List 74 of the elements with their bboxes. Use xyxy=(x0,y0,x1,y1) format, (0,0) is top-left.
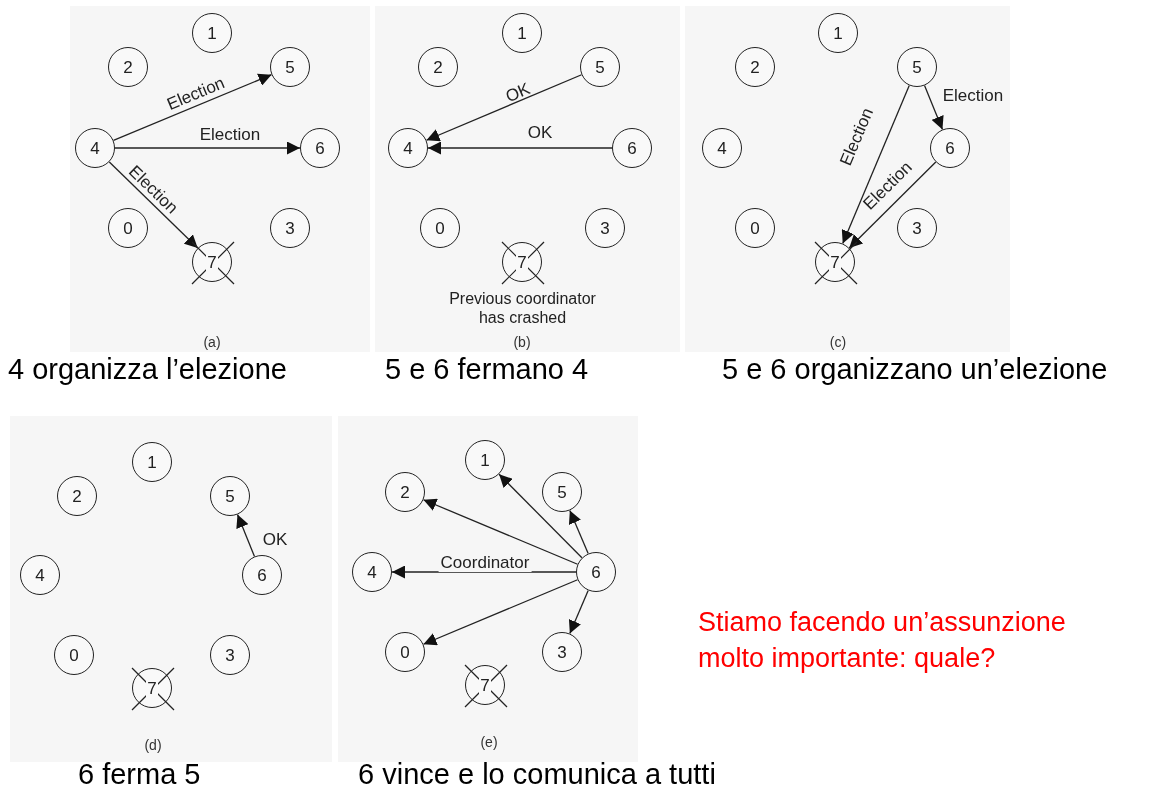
figure-panel xyxy=(685,6,1010,352)
arrow xyxy=(498,473,583,559)
arrow xyxy=(391,565,577,579)
figure-panel xyxy=(375,6,680,352)
crossed-out-node-circle: 7 xyxy=(815,242,855,282)
node-circle: 6 xyxy=(576,552,616,592)
node-circle: 4 xyxy=(702,128,742,168)
arrow xyxy=(422,579,579,646)
crossed-out-node-circle: 7 xyxy=(465,665,505,705)
edge-label: OK xyxy=(501,79,534,107)
node-circle: 3 xyxy=(897,208,937,248)
crossed-out-node-circle: 7 xyxy=(192,242,232,282)
node-circle: 5 xyxy=(542,472,582,512)
node-circle: 6 xyxy=(242,555,282,595)
panel-caption: 5 e 6 organizzano un’elezione xyxy=(722,353,1108,386)
node-circle: 1 xyxy=(465,440,505,480)
panel-caption: 6 ferma 5 xyxy=(78,758,201,791)
node-circle: 2 xyxy=(735,47,775,87)
panel-label: (b) xyxy=(513,334,531,350)
node-circle: 4 xyxy=(352,552,392,592)
figure-panel xyxy=(338,416,638,762)
node-circle: 2 xyxy=(385,472,425,512)
edge-label: Coordinator xyxy=(438,554,532,572)
question-note: Stiamo facendo un’assunzione molto importante: quale? xyxy=(698,606,1067,675)
node-circle: 0 xyxy=(108,208,148,248)
arrow xyxy=(114,141,301,155)
arrow xyxy=(848,161,937,249)
node-circle: 6 xyxy=(300,128,340,168)
node-circle: 1 xyxy=(818,13,858,53)
node-note: Previous coordinator has crashed xyxy=(448,289,597,327)
node-circle: 4 xyxy=(20,555,60,595)
node-circle: 2 xyxy=(57,476,97,516)
node-circle: 6 xyxy=(930,128,970,168)
panel-label: (e) xyxy=(480,734,498,750)
node-circle: 6 xyxy=(612,128,652,168)
arrow xyxy=(422,498,579,565)
arrow xyxy=(236,513,256,558)
node-circle: 5 xyxy=(210,476,250,516)
node-circle: 1 xyxy=(192,13,232,53)
node-circle: 4 xyxy=(388,128,428,168)
node-circle: 3 xyxy=(585,208,625,248)
node-circle: 2 xyxy=(418,47,458,87)
arrow xyxy=(108,161,199,249)
arrow xyxy=(568,589,589,635)
node-circle: 3 xyxy=(210,635,250,675)
node-circle: 0 xyxy=(54,635,94,675)
panel-label: (c) xyxy=(829,334,847,350)
node-circle: 0 xyxy=(385,632,425,672)
node-circle: 3 xyxy=(270,208,310,248)
figure-panel xyxy=(10,416,332,762)
arrow xyxy=(923,84,944,131)
node-circle: 0 xyxy=(420,208,460,248)
node-circle: 2 xyxy=(108,47,148,87)
node-circle: 1 xyxy=(502,13,542,53)
figure-panel xyxy=(70,6,370,352)
node-circle: 4 xyxy=(75,128,115,168)
node-circle: 5 xyxy=(897,47,937,87)
arrow xyxy=(568,509,589,555)
panel-caption: 5 e 6 fermano 4 xyxy=(385,353,589,386)
panel-caption: 4 organizza l’elezione xyxy=(8,353,287,386)
panel-caption: 6 vince e lo comunica a tutti xyxy=(358,758,716,791)
crossed-out-node-circle: 7 xyxy=(502,242,542,282)
node-circle: 0 xyxy=(735,208,775,248)
arrow xyxy=(112,73,273,141)
node-circle: 5 xyxy=(270,47,310,87)
panel-label: (a) xyxy=(203,334,221,350)
crossed-out-node-circle: 7 xyxy=(132,668,172,708)
node-circle: 5 xyxy=(580,47,620,87)
arrow xyxy=(841,84,910,245)
node-circle: 1 xyxy=(132,442,172,482)
arrow xyxy=(425,74,583,142)
arrow xyxy=(427,141,613,155)
panel-label: (d) xyxy=(144,737,162,753)
node-circle: 3 xyxy=(542,632,582,672)
